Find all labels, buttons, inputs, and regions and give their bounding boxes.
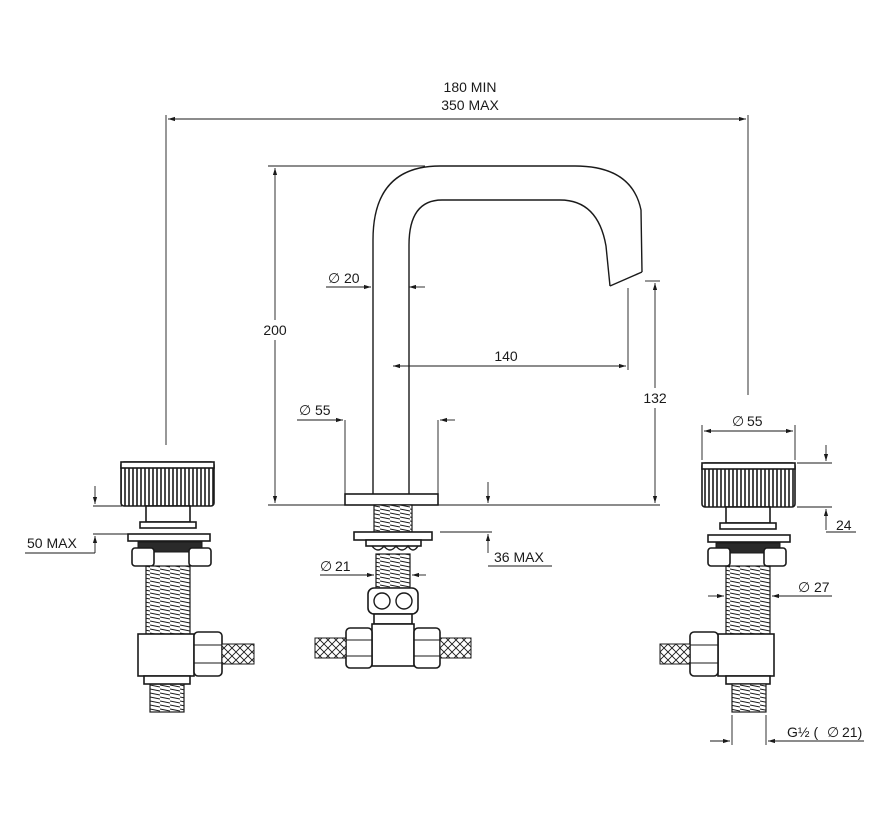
- spout-height-dimension: 200: [258, 165, 425, 506]
- diameter-symbol: ∅: [732, 413, 744, 429]
- connection-dimension: G½ ( ∅ 21): [710, 715, 864, 745]
- diameter-symbol: ∅: [299, 402, 311, 418]
- spout-diameter-dimension: ∅ 20: [326, 270, 425, 290]
- connection-diameter-label: 21): [842, 724, 862, 740]
- diameter-symbol: ∅: [320, 558, 332, 574]
- spout-height-label: 200: [263, 322, 287, 338]
- spout: [372, 165, 643, 505]
- outlet-height-label: 132: [643, 390, 667, 406]
- right-valve: [659, 462, 796, 713]
- min-spread-label: 180 MIN: [444, 79, 497, 95]
- max-spread-label: 350 MAX: [441, 97, 499, 113]
- diameter-symbol: ∅: [328, 270, 340, 286]
- shank-right-label: 27: [814, 579, 830, 595]
- spout-base-diameter-dimension: ∅ 55: [297, 402, 455, 494]
- connection-label: G½ (: [787, 724, 818, 740]
- handle-diameter-dimension: ∅ 55: [701, 413, 796, 460]
- deck-center-label: 36 MAX: [494, 549, 544, 565]
- spout-base-diameter-label: 55: [315, 402, 331, 418]
- left-valve: [120, 461, 255, 713]
- outlet-height-dimension: 132: [438, 280, 672, 506]
- diameter-symbol: ∅: [798, 579, 810, 595]
- spread-dimension: 180 MIN 350 MAX: [165, 79, 749, 445]
- spout-diameter-label: 20: [344, 270, 360, 286]
- shank-center-dimension: ∅ 21: [320, 558, 426, 578]
- handle-height-label: 24: [836, 517, 852, 533]
- shank-center-label: 21: [335, 558, 351, 574]
- deck-left-dimension: 50 MAX: [25, 486, 128, 554]
- handle-height-dimension: 24: [797, 445, 856, 533]
- spout-reach-label: 140: [494, 348, 518, 364]
- spout-reach-dimension: 140: [393, 288, 629, 370]
- spout-mounting: [314, 493, 472, 669]
- deck-center-dimension: 36 MAX: [440, 482, 552, 567]
- shank-right-dimension: ∅ 27: [708, 579, 832, 599]
- handle-diameter-label: 55: [747, 413, 763, 429]
- diameter-symbol: ∅: [827, 724, 839, 740]
- deck-left-label: 50 MAX: [27, 535, 77, 551]
